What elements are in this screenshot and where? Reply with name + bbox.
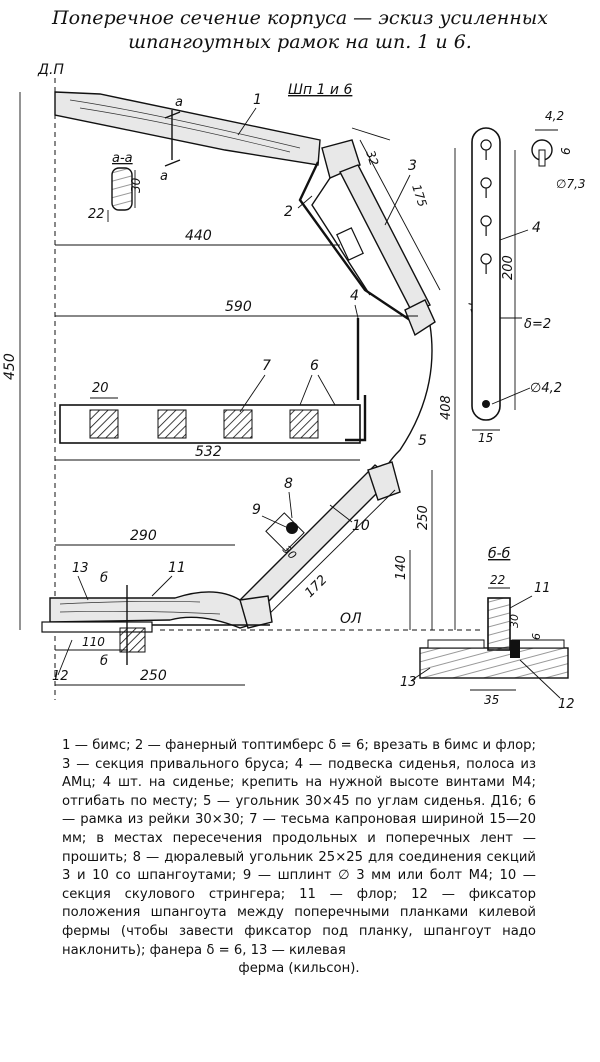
dim-30c: 30 [508, 614, 521, 628]
label-part-3: 3 [408, 158, 417, 174]
dim-22b: 22 [490, 573, 505, 587]
section-b-mark-top: б [100, 571, 108, 586]
label-part-8: 8 [284, 476, 293, 492]
dim-6a: 6 [559, 147, 573, 155]
label-part-4: 4 [350, 288, 359, 304]
dim-532: 532 [195, 444, 222, 460]
dims-right-vertical: 408 250 140 [394, 148, 456, 630]
label-part-11: 11 [168, 560, 186, 576]
label-part-6: 6 [310, 358, 319, 374]
label-part-5: 5 [418, 433, 427, 449]
part-13-keel-section [419, 647, 569, 679]
cross-section-drawing: Д.П 1 а а а-а 30 22 Шп 1 и 6 2 32 175 7 [2, 62, 586, 712]
webbing-1 [89, 409, 119, 439]
figure-title: Поперечное сечение корпуса — эскиз усиле… [0, 6, 600, 54]
section-b-mark-bottom: б [100, 654, 108, 669]
dim-15: 15 [478, 431, 493, 445]
frame-label: Шп 1 и 6 [288, 82, 352, 98]
dim-aa-22: 22 [88, 207, 105, 222]
dim-290-group: 290 [55, 528, 235, 546]
dim-7-3: ∅7,3 [556, 177, 586, 191]
dim-aa-30: 30 [129, 177, 143, 193]
dim-408: 408 [439, 395, 454, 420]
dim-200: 200 [501, 255, 516, 280]
part-1-beam: 1 [54, 91, 321, 166]
dim-140: 140 [394, 555, 409, 580]
hole-diameter: ∅4,2 [530, 381, 562, 396]
legend-body: 1 — бимс; 2 — фанерный топтимберс δ = 6;… [62, 738, 536, 958]
dim-175: 175 [409, 183, 429, 209]
title-line-1: Поперечное сечение корпуса — эскиз усиле… [52, 7, 548, 29]
dim-450-group: 450 [2, 92, 21, 630]
dim-250: 250 [140, 668, 167, 684]
dim-4-2: 4,2 [545, 109, 564, 123]
title-line-2: шпангоутных рамок на шп. 1 и 6. [128, 31, 472, 53]
label-part-12: 12 [52, 669, 69, 684]
dim-20: 20 [92, 381, 109, 396]
dims-horizontal-upper: 440 590 [55, 228, 418, 317]
section-a-mark-bottom: а [160, 169, 168, 184]
part-3-gunwale-section: 3 [336, 158, 436, 337]
waterline-label: ОЛ [340, 611, 362, 627]
dim-440: 440 [185, 228, 212, 244]
waterline: ОЛ [160, 611, 480, 631]
legend-last-line: ферма (кильсон). [238, 961, 360, 977]
part-9-bolt [286, 522, 298, 534]
dim-6b: 6 [530, 633, 543, 640]
label-part-9: 9 [252, 502, 261, 518]
dim-250b: 250 [416, 505, 431, 530]
label-part-12-section: 12 [558, 697, 575, 712]
label-part-10: 10 [352, 518, 370, 534]
dim-35: 35 [484, 693, 499, 707]
webbing-3 [223, 409, 253, 439]
part-11-floor-section [487, 597, 511, 651]
section-a-mark-top: а [175, 95, 183, 110]
label-part-13-section: 13 [400, 675, 417, 690]
dim-110: 110 [82, 635, 105, 649]
thickness-delta: δ=2 [524, 317, 551, 332]
label-part-2: 2 [284, 204, 293, 220]
label-part-1: 1 [253, 92, 262, 108]
section-bb: б-б 22 11 30 6 35 12 13 [400, 546, 575, 712]
dim-590: 590 [225, 299, 252, 315]
part-12-fixer [510, 640, 520, 658]
legend-caption: 1 — бимс; 2 — фанерный топтимберс δ = 6;… [62, 737, 536, 979]
hanger-detail: 4 200 δ=2 ∅4,2 15 4,2 6 ∅7,3 [471, 109, 586, 445]
centerline: Д.П [37, 62, 64, 700]
dim-32: 32 [363, 149, 381, 168]
part-10-bilge-section: 10 8 9 30 172 [233, 461, 401, 626]
label-part-13: 13 [72, 561, 89, 576]
webbing-2 [157, 409, 187, 439]
label-part-7: 7 [262, 358, 271, 374]
seat-frame: 20 7 6 532 [55, 358, 361, 461]
dim-450: 450 [2, 353, 18, 380]
centerline-label: Д.П [37, 62, 64, 78]
dim-290: 290 [130, 528, 157, 544]
section-bb-label: б-б [488, 546, 511, 562]
label-part-4-detail: 4 [532, 220, 541, 236]
part-13-keel: 13 б б 12 110 250 [41, 561, 245, 686]
webbing-4 [289, 409, 319, 439]
part-4-seat-hanger: 4 [350, 288, 360, 400]
label-part-11-section: 11 [534, 581, 551, 596]
section-aa: а а а-а 30 22 [88, 95, 183, 222]
section-aa-label: а-а [112, 151, 133, 166]
